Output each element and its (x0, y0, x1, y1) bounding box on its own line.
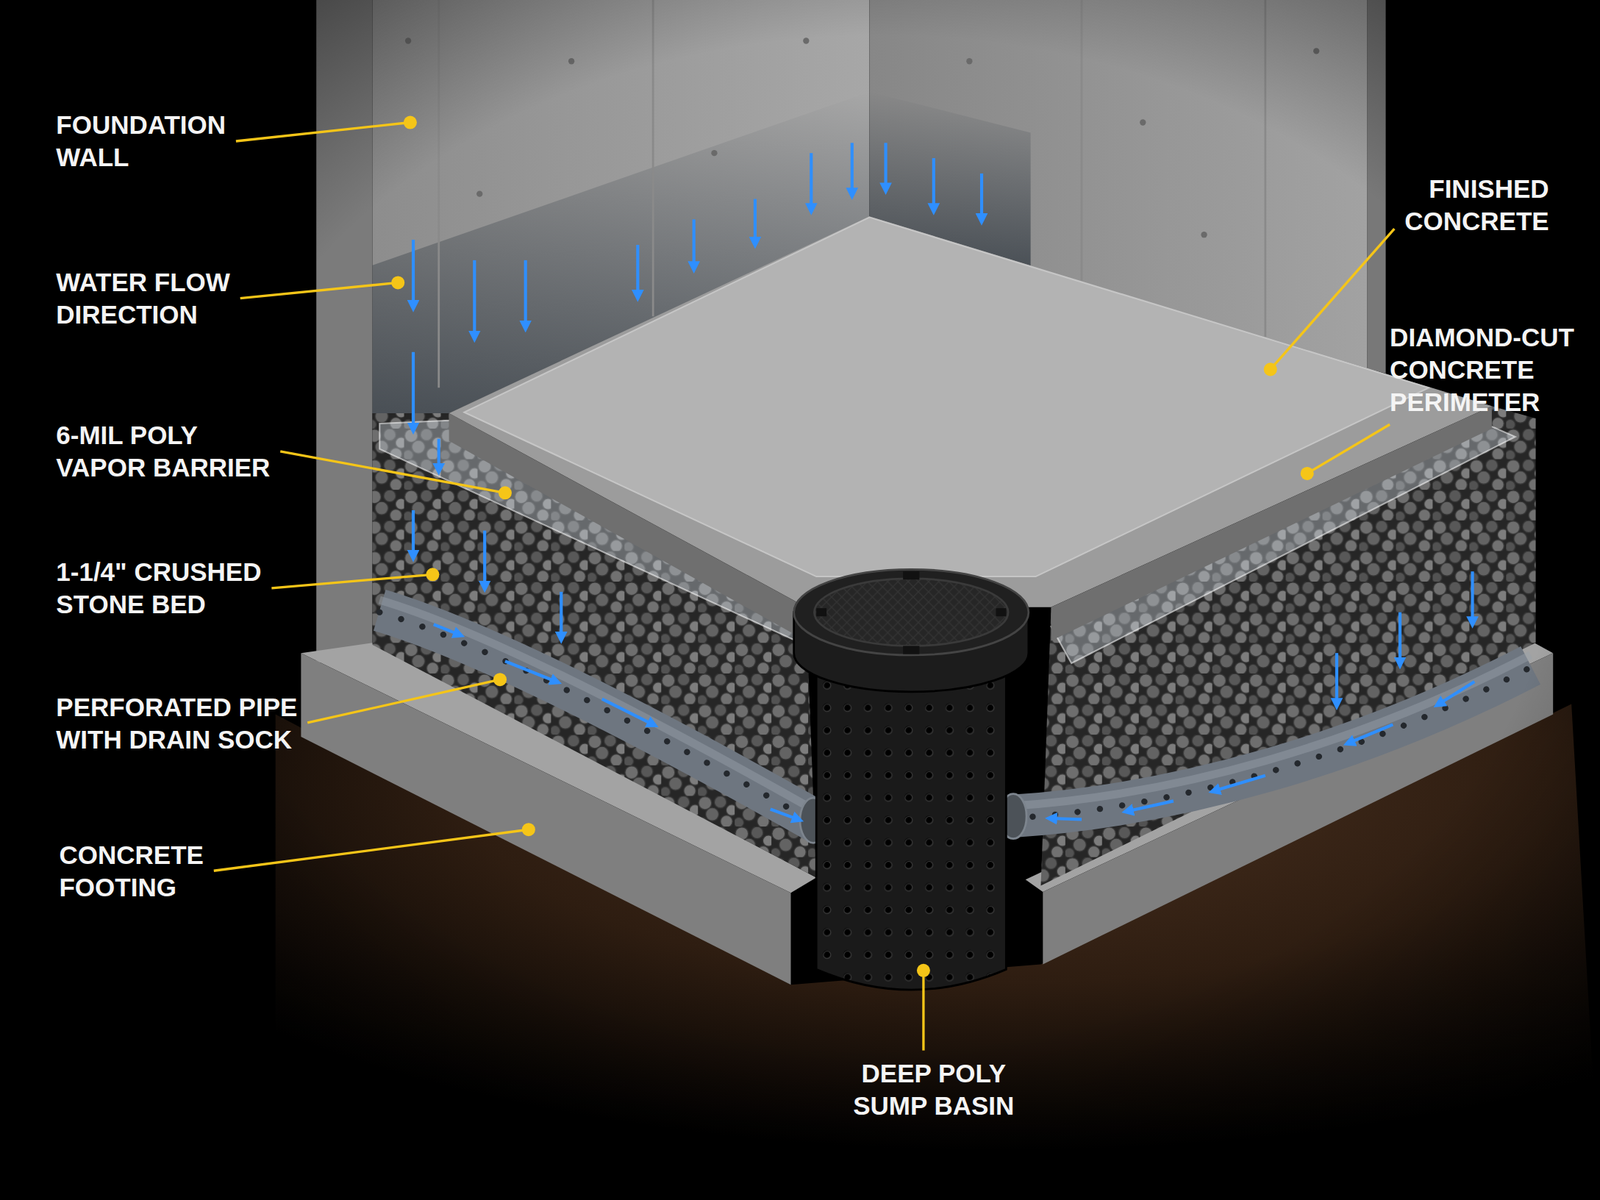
part-label: 6-MIL POLY VAPOR BARRIER (55, 419, 288, 484)
part-label: FINISHED CONCRETE (1343, 172, 1550, 238)
leader-line (1307, 424, 1390, 474)
leader-dot (425, 567, 439, 581)
leader-dot (1300, 466, 1314, 481)
water-flow-arrows (413, 142, 1475, 820)
leader-dot (391, 275, 405, 289)
leader-dot (403, 116, 417, 130)
part-label: DEEP POLY SUMP BASIN (827, 1057, 1041, 1123)
leader-dot (522, 822, 536, 837)
leader-line (213, 829, 529, 871)
leader-dot (916, 963, 931, 978)
part-label: DIAMOND-CUT CONCRETE PERIMETER (1389, 321, 1596, 419)
leader-dot (493, 672, 507, 687)
part-label: WATER FLOW DIRECTION (55, 266, 292, 331)
part-label: PERFORATED PIPE WITH DRAIN SOCK (55, 691, 350, 756)
leader-line (236, 122, 411, 142)
part-label: CONCRETE FOOTING (58, 838, 295, 904)
leader-line (271, 574, 433, 589)
leader-line (307, 679, 500, 723)
part-label: 1-1/4" CRUSHED STONE BED (55, 555, 306, 621)
leader-line (1270, 228, 1395, 370)
leader-line (922, 970, 925, 1051)
leader-dot (498, 486, 512, 500)
part-label: FOUNDATION WALL (55, 108, 292, 174)
leader-line (280, 451, 506, 493)
leader-line (240, 282, 399, 298)
leader-dot (1263, 362, 1278, 376)
leader-lines (213, 116, 1395, 1051)
